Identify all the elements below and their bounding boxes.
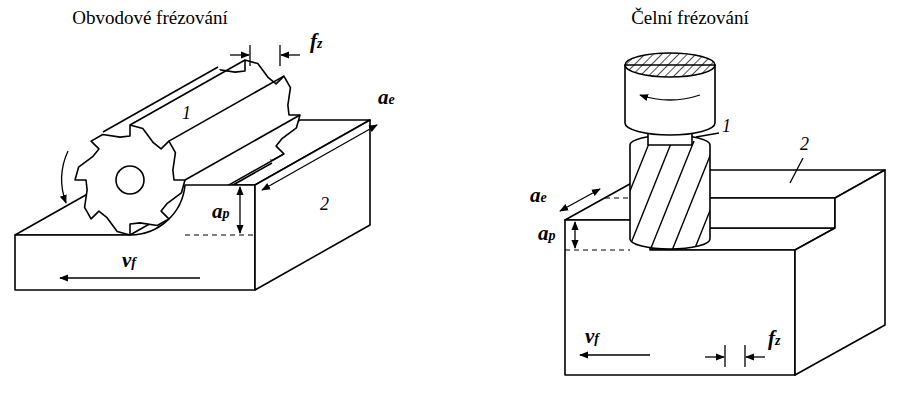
left-dimensions: [60, 45, 377, 278]
leader-line: [790, 158, 803, 183]
parameter-label: ae: [378, 86, 395, 109]
leader-line: [696, 133, 719, 137]
flute-line: [627, 141, 672, 253]
feed-arrow: [580, 354, 650, 355]
workpiece-side: [795, 170, 885, 375]
feed-tick: [279, 45, 280, 66]
helical-flutes: [605, 141, 760, 253]
cutter-tooth-edge: [130, 60, 245, 125]
parameter-label: vf: [122, 249, 136, 272]
flute-line: [715, 141, 760, 253]
flute-line: [671, 141, 716, 253]
figure-heading: Čelní frézování: [631, 8, 749, 29]
dimension-arrow: [705, 356, 724, 357]
cutter-bore: [116, 166, 144, 194]
peripheral-milling-figure: [15, 60, 370, 290]
cut-depth-line: [185, 234, 255, 235]
flute-line: [649, 141, 694, 253]
flute-line: [693, 141, 738, 253]
parameter-label: ap: [538, 222, 556, 245]
feed-tick: [249, 45, 250, 66]
dimension-arrow: [230, 54, 249, 55]
cut-width-line: [605, 197, 630, 198]
parameter-label: ae: [530, 184, 547, 207]
rotation-arrow: [62, 151, 68, 203]
dimension-line: [560, 189, 600, 211]
part-number: 1: [722, 117, 731, 137]
cutter-front-face: [75, 125, 185, 235]
face-milling-figure: [560, 53, 885, 375]
dimension-line: [262, 125, 377, 190]
cut-depth-line: [565, 249, 630, 250]
cutter-flutes: [630, 135, 710, 249]
machined-wall: [690, 198, 835, 228]
dimension-line: [574, 222, 575, 248]
part-number: 2: [320, 195, 329, 215]
parameter-label: fz: [310, 30, 322, 53]
workpiece-side: [255, 120, 370, 290]
feed-arrow: [60, 277, 200, 278]
feed-tick: [744, 345, 745, 367]
dimension-line: [239, 187, 240, 233]
parameter-label: vf: [585, 325, 599, 348]
parameter-label: ap: [212, 200, 230, 223]
part-number: 1: [182, 104, 191, 124]
part-number: 2: [800, 135, 809, 155]
feed-tick: [724, 345, 725, 367]
dimension-arrow: [746, 356, 765, 357]
dimension-arrow: [281, 54, 300, 55]
right-dimensions: [560, 95, 803, 367]
rotation-arrow: [640, 95, 700, 100]
shank-section: [625, 53, 715, 77]
cutter-tooth-edge: [169, 76, 284, 141]
figure-heading: Obvodové frézování: [72, 8, 228, 29]
parameter-label: fz: [768, 327, 780, 350]
flute-line: [605, 141, 650, 253]
